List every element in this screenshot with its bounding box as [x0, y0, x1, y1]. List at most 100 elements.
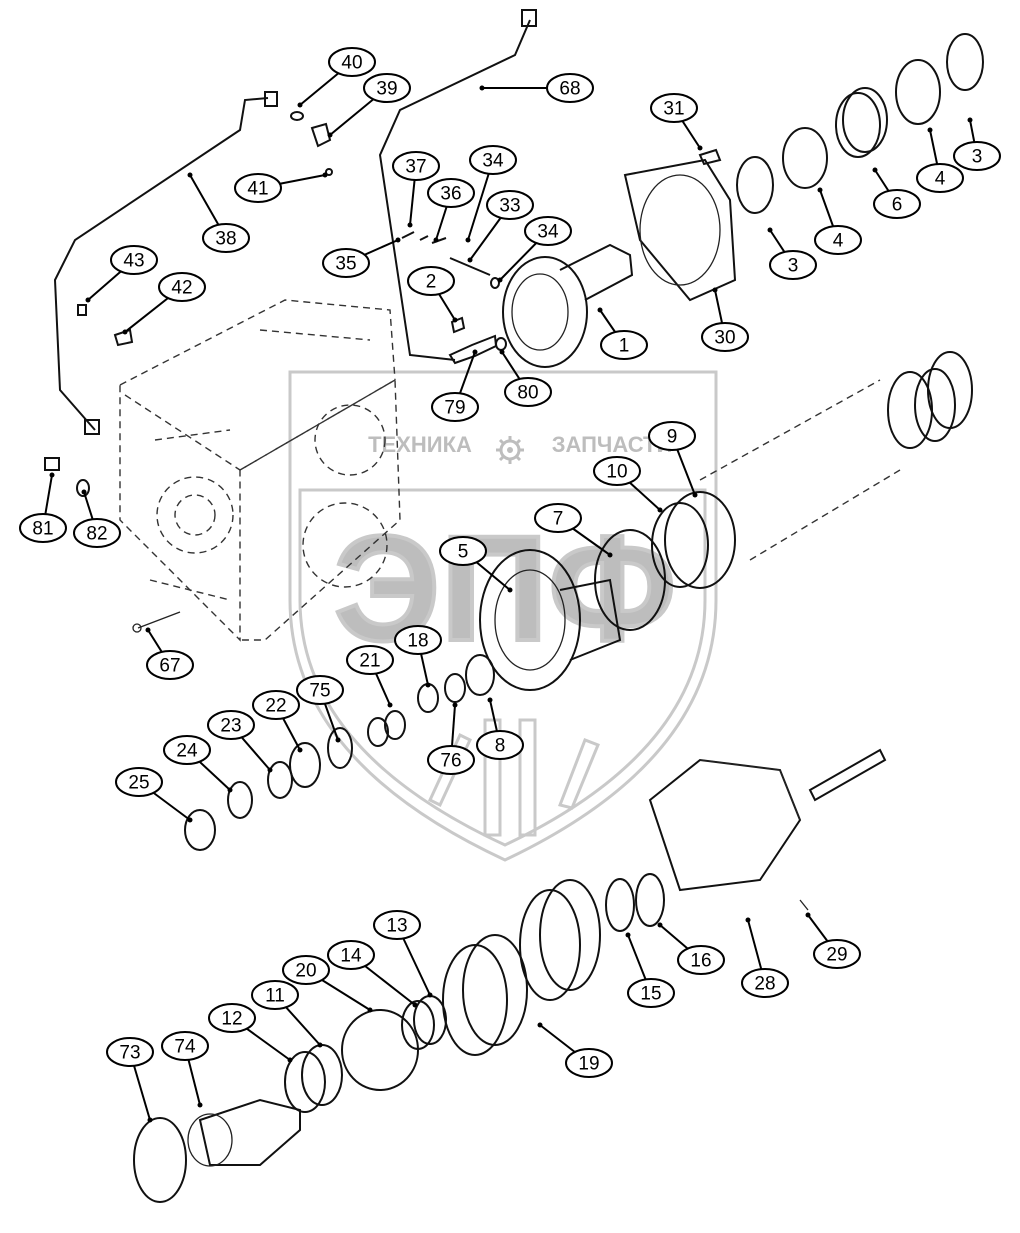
leader-arrowhead: [497, 277, 503, 283]
leader-arrowhead: [745, 917, 751, 923]
callout-number: 42: [171, 278, 192, 299]
pipe-38: [53, 97, 269, 431]
callout-ring: [524, 216, 572, 246]
leader-arrowhead: [607, 552, 613, 558]
leader-arrowhead: [122, 329, 128, 335]
callout-number: 19: [578, 1054, 599, 1075]
callout-16: 16: [677, 945, 725, 975]
callout-number: 12: [221, 1009, 242, 1030]
callout-ring: [741, 968, 789, 998]
plug-41: [325, 168, 333, 176]
leader-arrowhead: [692, 492, 698, 498]
callout-39: 39: [363, 73, 411, 103]
callout-number: 13: [386, 916, 407, 937]
callout-number: 1: [619, 336, 630, 357]
callout-number: 23: [220, 716, 241, 737]
callout-ring: [648, 421, 696, 451]
callout-number: 3: [788, 256, 799, 277]
leader-arrowhead: [145, 627, 151, 633]
callout-81: 81: [19, 513, 67, 543]
callout-number: 79: [444, 398, 465, 419]
leader-arrowhead: [712, 287, 718, 293]
leader-arrowhead: [81, 489, 87, 495]
callout-number: 6: [892, 195, 903, 216]
callout-ring: [677, 945, 725, 975]
callout-ring: [234, 173, 282, 203]
callout-11: 11: [251, 980, 299, 1010]
leader-arrowhead: [697, 145, 703, 151]
callout-ring: [115, 767, 163, 797]
callout-74: 74: [161, 1031, 209, 1061]
callout-number: 80: [517, 383, 538, 404]
callout-ring: [814, 225, 862, 255]
watermark-left-text: ТЕХНИКА: [368, 432, 472, 457]
callout-ring: [392, 151, 440, 181]
callout-20: 20: [282, 955, 330, 985]
leader-arrowhead: [197, 1102, 203, 1108]
callout-76: 76: [427, 745, 475, 775]
callout-number: 37: [405, 157, 426, 178]
callout-number: 68: [559, 79, 580, 100]
callout-number: 4: [833, 231, 844, 252]
washer-18: [417, 683, 439, 713]
callout-number: 31: [663, 99, 684, 120]
bearing-3: [736, 156, 774, 214]
leader-arrowhead: [817, 187, 823, 193]
callout-38: 38: [202, 223, 250, 253]
callout-ring: [627, 978, 675, 1008]
callout-number: 38: [215, 229, 236, 250]
callout-68: 68: [546, 73, 594, 103]
callout-number: 73: [119, 1043, 140, 1064]
callout-1: 1: [600, 330, 648, 360]
elbow-39: [310, 122, 332, 148]
callout-ring: [322, 248, 370, 278]
leader-arrowhead: [625, 932, 631, 938]
callout-ring: [163, 735, 211, 765]
callout-ring: [476, 730, 524, 760]
callout-number: 81: [32, 519, 53, 540]
callout-ring: [600, 330, 648, 360]
leader-arrowhead: [499, 349, 505, 355]
callout-ring: [296, 675, 344, 705]
watermark-logo-text: ЭПФ: [334, 504, 677, 672]
callout-24: 24: [163, 735, 211, 765]
callout-19: 19: [565, 1048, 613, 1078]
snap-ring-8: [465, 654, 495, 696]
disc-19a: [539, 879, 601, 991]
plug-43: [77, 304, 87, 316]
callout-ring: [769, 250, 817, 280]
gear-icon: [496, 436, 524, 464]
callout-18: 18: [394, 625, 442, 655]
leader-arrowhead: [425, 682, 431, 688]
callout-number: 5: [458, 542, 469, 563]
ring-16: [635, 873, 665, 927]
callout-ring: [363, 73, 411, 103]
callout-75: 75: [296, 675, 344, 705]
seal-12: [284, 1051, 326, 1113]
cover-30: [623, 158, 737, 302]
callout-35: 35: [322, 248, 370, 278]
seal-13: [413, 995, 447, 1045]
pipe-fitting: [521, 9, 537, 27]
callout-34: 34: [524, 216, 572, 246]
seal-21a: [367, 717, 389, 747]
callout-ring: [19, 513, 67, 543]
callout-ring: [546, 73, 594, 103]
leader-arrowhead: [465, 237, 471, 243]
callout-number: 75: [309, 681, 330, 702]
disc-73: [133, 1117, 187, 1203]
callout-12: 12: [208, 1003, 256, 1033]
callout-4: 4: [814, 225, 862, 255]
leader-arrowhead: [287, 1057, 293, 1063]
leader-arrowhead: [387, 702, 393, 708]
leader-arrowhead: [327, 132, 333, 138]
callout-number: 39: [376, 79, 397, 100]
callout-ring: [565, 1048, 613, 1078]
leader-arrowhead: [452, 317, 458, 323]
callout-82: 82: [73, 518, 121, 548]
callout-ring: [327, 940, 375, 970]
callout-ring: [394, 625, 442, 655]
callout-30: 30: [701, 322, 749, 352]
leader-arrowhead: [597, 307, 603, 313]
callout-number: 30: [714, 328, 735, 349]
